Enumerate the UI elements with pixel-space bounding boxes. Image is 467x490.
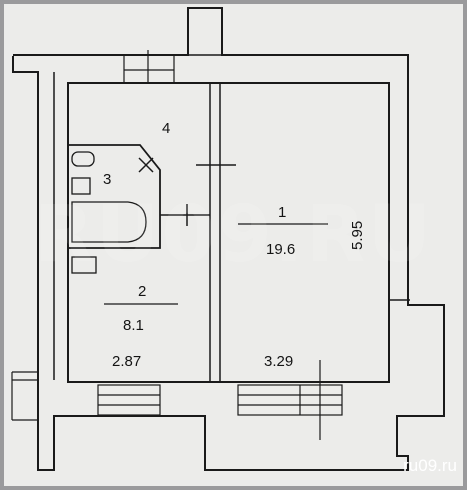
room-1-number: 1 [278,204,287,221]
watermark: RU09.RU [34,190,433,280]
kitchen-sink [71,256,97,274]
vent-shaft [187,7,223,56]
room-1-area: 19.6 [266,241,296,258]
room-1-height-dimension: 5.95 [349,220,366,250]
bathroom-wall [68,144,161,249]
sink-fixture [71,151,95,167]
room-2-width-dimension: 2.87 [112,353,142,370]
room-4-number: 4 [162,120,171,137]
site-label: ru09.ru [403,456,457,475]
inner-wall [67,82,390,383]
room-1-width-dimension: 3.29 [264,353,294,370]
bottom-window-right [237,384,343,416]
bottom-window-left [97,384,161,416]
room-2-area: 8.1 [123,317,144,334]
bottom-left-ticks [11,371,38,421]
partition-wall [209,82,221,383]
top-window [123,50,175,83]
toilet-fixture [71,177,91,195]
vent-x-mark [138,157,154,173]
bathtub [71,201,147,243]
room-3-number: 3 [103,171,112,188]
paper-sheet [4,4,463,486]
room-2-number: 2 [138,283,147,300]
